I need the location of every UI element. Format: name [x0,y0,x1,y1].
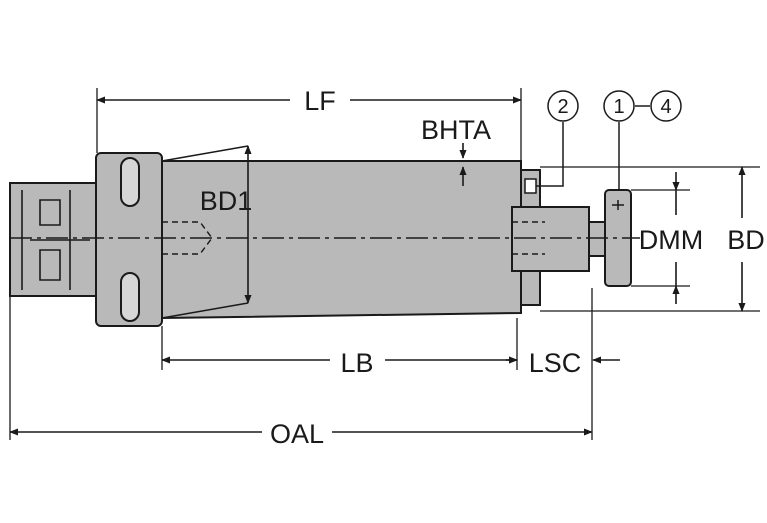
screw-marks [612,200,624,210]
extension-lines [9,88,760,440]
label-lf: LF [304,86,336,116]
callout-label-2: 2 [557,96,568,118]
callout-circle-4 [650,90,682,122]
tool-body [9,152,632,327]
leader-2 [536,122,564,187]
flange-slots [120,157,140,322]
shank-details [21,190,90,290]
arbor [511,206,590,272]
callout-label-4: 4 [660,96,671,118]
internal-bore [162,221,545,255]
label-lsc: LSC [529,348,582,378]
callout-circle-2 [547,90,579,122]
label-lb: LB [340,348,373,378]
leader-2-target [524,178,537,194]
callout-circle-1 [603,90,635,122]
label-bhta: BHTA [421,115,491,145]
label-oal: OAL [270,419,324,449]
label-bd: BD [727,225,765,255]
label-dmm: DMM [639,225,703,255]
label-bd1: BD1 [200,186,253,216]
callout-label-1: 1 [613,96,624,118]
extension-body [161,160,522,320]
taper-cone [161,145,249,319]
